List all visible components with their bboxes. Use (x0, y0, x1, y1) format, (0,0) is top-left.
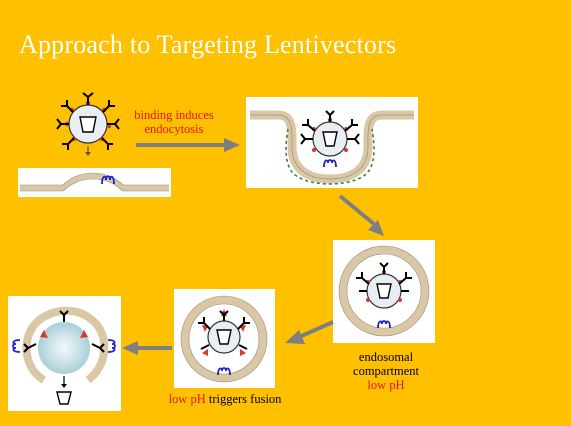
endosome-label: endosomal compartment low pH (338, 350, 434, 392)
fusion-label-red: low pH (168, 392, 206, 406)
flat-membrane (20, 172, 169, 192)
binding-label-line1: binding induces (134, 108, 214, 122)
fusion-label-black: triggers fusion (205, 392, 282, 406)
arrow-diagonal (338, 194, 384, 236)
arrow-right-1 (136, 138, 240, 152)
endosome (338, 245, 430, 337)
endosome-label-line3: low pH (367, 378, 405, 392)
endosome-label-line2: compartment (353, 364, 419, 378)
binding-label-line2: endocytosis (144, 122, 204, 136)
coated-pit (250, 110, 414, 185)
virus-particle-free (56, 92, 120, 156)
capsid-icon (56, 391, 72, 405)
arrow-left-1 (285, 320, 334, 344)
endosome-label-line1: endosomal (358, 350, 414, 364)
capsid-release (12, 306, 116, 405)
fusion-label: low pH triggers fusion (150, 392, 300, 406)
binding-label: binding induces endocytosis (128, 108, 220, 136)
receptor-icon (101, 175, 115, 185)
slide-title: Approach to Targeting Lentivectors (19, 30, 397, 59)
arrow-left-2 (122, 341, 172, 355)
fusion-endosome (180, 295, 268, 383)
